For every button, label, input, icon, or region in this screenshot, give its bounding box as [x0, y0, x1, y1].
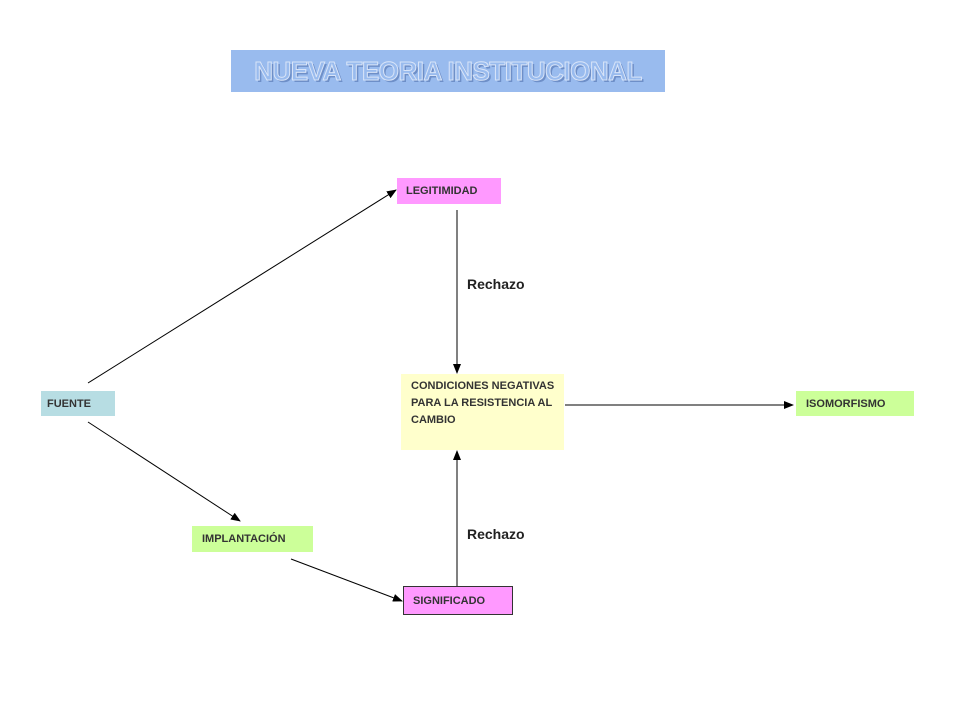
node-isomorfismo: ISOMORFISMO: [796, 391, 914, 416]
node-isomorfismo-label: ISOMORFISMO: [806, 397, 886, 410]
edge-label-rechazo-bottom: Rechazo: [467, 526, 525, 542]
arrow-fuente-to-legitimidad: [87, 189, 397, 384]
edge-label-rechazo-top: Rechazo: [467, 276, 525, 292]
node-implantacion: IMPLANTACIÓN: [192, 526, 313, 552]
node-significado: SIGNIFICADO: [403, 586, 513, 615]
arrow-fuente-to-implantacion: [87, 421, 241, 522]
node-condiciones-label: CONDICIONES NEGATIVAS PARA LA RESISTENCI…: [411, 380, 555, 426]
node-legitimidad: LEGITIMIDAD: [397, 178, 501, 204]
diagram-title: NUEVA TEORIA INSTITUCIONAL: [254, 55, 643, 86]
node-fuente-label: FUENTE: [47, 397, 91, 410]
title-banner: NUEVA TEORIA INSTITUCIONAL: [231, 50, 665, 92]
node-significado-label: SIGNIFICADO: [413, 594, 486, 607]
arrow-implantacion-to-significado: [290, 558, 403, 602]
node-fuente: FUENTE: [41, 391, 115, 416]
node-legitimidad-label: LEGITIMIDAD: [406, 185, 478, 197]
node-condiciones: CONDICIONES NEGATIVAS PARA LA RESISTENCI…: [401, 374, 564, 450]
node-implantacion-label: IMPLANTACIÓN: [202, 533, 286, 545]
